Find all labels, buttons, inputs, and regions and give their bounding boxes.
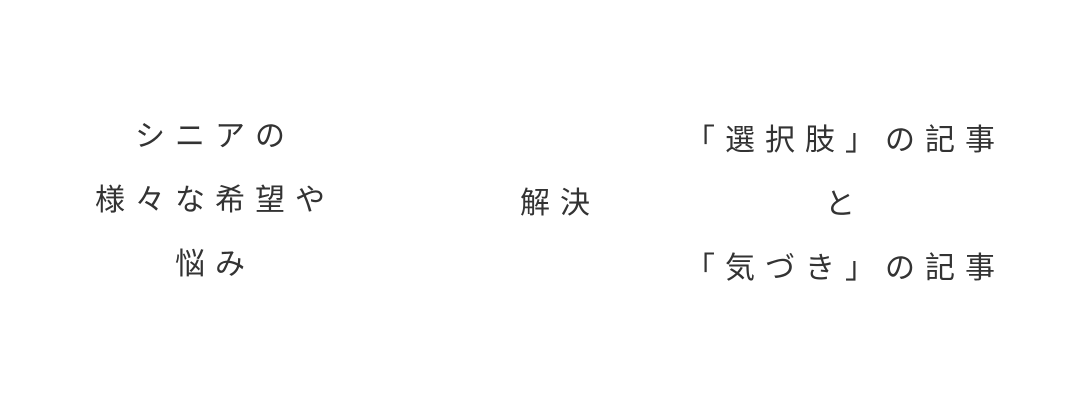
left-line-2: 様々な希望や xyxy=(95,183,335,218)
right-line-1: 「選択肢」の記事 xyxy=(685,123,1005,158)
senior-wishes-worries-block: シニアの 様々な希望や 悩み xyxy=(90,105,340,297)
left-line-3: 悩み xyxy=(175,247,255,282)
right-line-2: と xyxy=(825,187,865,222)
articles-block: 「選択肢」の記事 と 「気づき」の記事 xyxy=(685,109,1000,301)
left-line-1: シニアの xyxy=(135,119,295,154)
solution-text: 解決 xyxy=(520,186,600,221)
solution-block: 解決 xyxy=(505,172,615,236)
right-line-3: 「気づき」の記事 xyxy=(685,251,1005,286)
